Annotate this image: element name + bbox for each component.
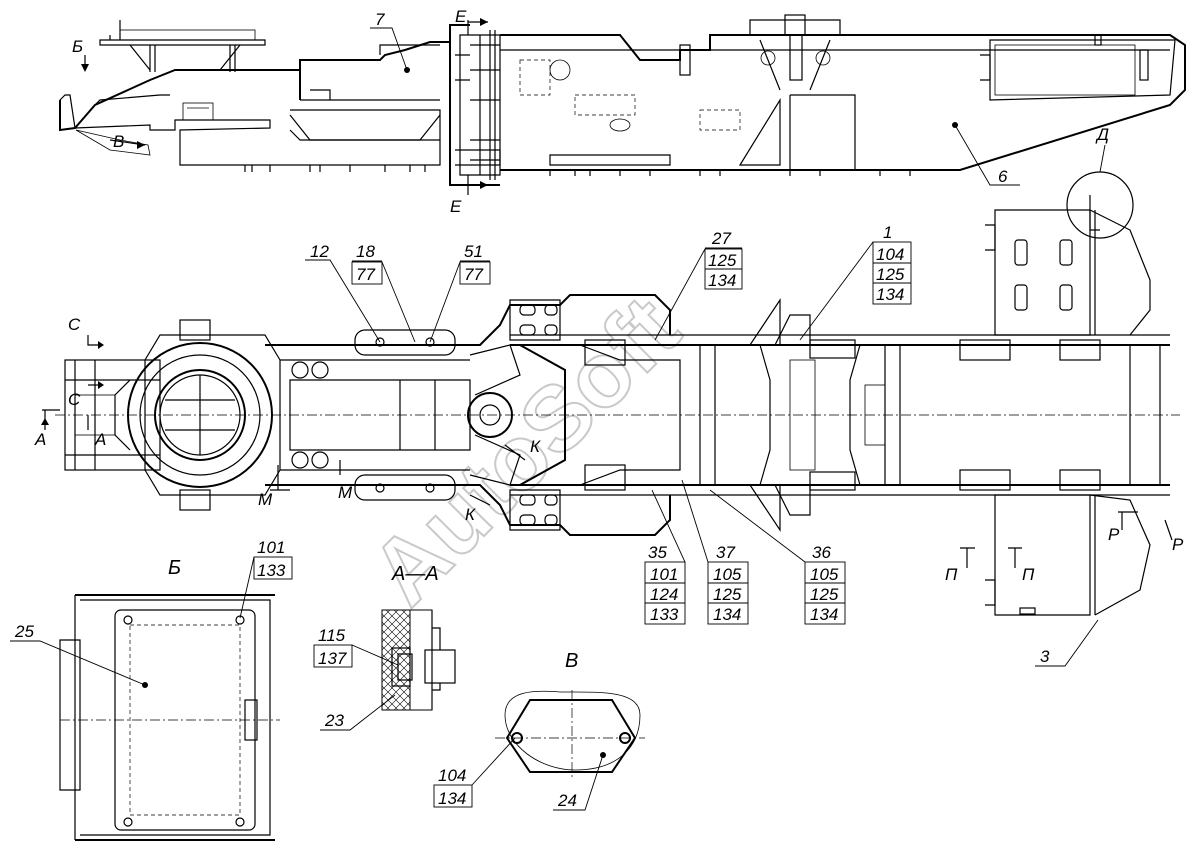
marker-r2: Р (1172, 535, 1184, 554)
marker-r1: Р (1108, 525, 1120, 544)
marker-p2: П (1022, 565, 1035, 584)
svg-text:125: 125 (708, 251, 737, 270)
callout-37: 37 105 125 134 (681, 479, 749, 625)
svg-text:23: 23 (324, 711, 344, 730)
svg-text:36: 36 (812, 543, 831, 562)
svg-text:115: 115 (318, 626, 346, 645)
marker-c2: С (68, 390, 81, 409)
view-v-title: В (565, 650, 578, 672)
view-aa (381, 609, 456, 711)
side-view (59, 14, 1186, 195)
turntable (114, 319, 281, 511)
svg-text:125: 125 (876, 265, 905, 284)
callout-1: 1 104 125 134 (799, 223, 912, 341)
svg-text:134: 134 (713, 605, 741, 624)
svg-text:35: 35 (648, 543, 667, 562)
callout-115: 115 137 (313, 626, 399, 668)
marker-p1: П (945, 565, 958, 584)
svg-text:37: 37 (716, 543, 735, 562)
bottom-pegs (244, 165, 911, 176)
svg-text:137: 137 (318, 649, 347, 668)
marker-e-bottom: Е (450, 197, 462, 216)
marker-a2: А (94, 430, 106, 449)
svg-text:124: 124 (650, 585, 678, 604)
svg-text:133: 133 (650, 605, 679, 624)
view-b (59, 594, 280, 841)
marker-c1: С (68, 315, 81, 334)
marker-m1: М (258, 490, 273, 509)
callout-24: 24 (553, 754, 604, 811)
svg-text:104: 104 (438, 766, 466, 785)
view-aa-title: А—А (391, 563, 439, 585)
svg-text:27: 27 (711, 229, 731, 248)
marker-a1: А (34, 430, 46, 449)
marker-k1: К (530, 437, 541, 456)
svg-text:105: 105 (713, 565, 742, 584)
svg-text:24: 24 (557, 791, 577, 810)
callout-27: 27 125 134 (654, 229, 743, 341)
svg-text:101: 101 (650, 565, 678, 584)
svg-text:105: 105 (810, 565, 839, 584)
svg-text:25: 25 (14, 622, 34, 641)
svg-text:7: 7 (375, 10, 385, 29)
svg-text:51: 51 (464, 242, 483, 261)
marker-m2: М (338, 483, 353, 502)
svg-text:77: 77 (464, 265, 483, 284)
marker-k2: К (465, 505, 476, 524)
svg-text:125: 125 (810, 585, 839, 604)
callout-104: 104 134 (433, 737, 516, 808)
battery-box-upper (985, 209, 1151, 336)
svg-text:134: 134 (708, 271, 736, 290)
svg-text:1: 1 (883, 223, 892, 242)
svg-text:134: 134 (876, 285, 904, 304)
svg-text:104: 104 (876, 245, 904, 264)
callout-101-b: 101 133 (239, 538, 293, 619)
callout-51: 51 77 (429, 242, 491, 343)
view-v (495, 690, 645, 780)
svg-text:6: 6 (998, 167, 1008, 186)
callout-25: 25 (10, 622, 146, 686)
callout-18: 18 77 (351, 242, 416, 343)
svg-text:134: 134 (810, 605, 838, 624)
callout-3: 3 (1035, 619, 1099, 667)
view-b-title: Б (168, 557, 181, 579)
callout-35: 35 101 124 133 (644, 489, 686, 625)
svg-text:101: 101 (257, 538, 285, 557)
marker-v-side: В (113, 132, 124, 151)
svg-text:77: 77 (356, 265, 375, 284)
lower-outrigger (509, 489, 561, 531)
svg-text:134: 134 (438, 789, 466, 808)
svg-text:125: 125 (713, 585, 742, 604)
svg-text:3: 3 (1040, 647, 1050, 666)
upper-outrigger (509, 299, 561, 341)
callout-7: 7 (370, 10, 408, 71)
marker-d: Д (1095, 125, 1109, 144)
svg-text:133: 133 (257, 561, 286, 580)
callout-6: 6 (954, 124, 1020, 186)
plan-view (55, 171, 1180, 616)
svg-text:12: 12 (310, 242, 329, 261)
callout-12: 12 (305, 242, 381, 343)
battery-box-lower (985, 494, 1151, 616)
svg-text:18: 18 (356, 242, 375, 261)
callout-36: 36 105 125 134 (709, 489, 846, 625)
callout-23: 23 (320, 694, 396, 731)
marker-b-top: Б (72, 37, 83, 56)
marker-e-top: Е (455, 7, 467, 26)
